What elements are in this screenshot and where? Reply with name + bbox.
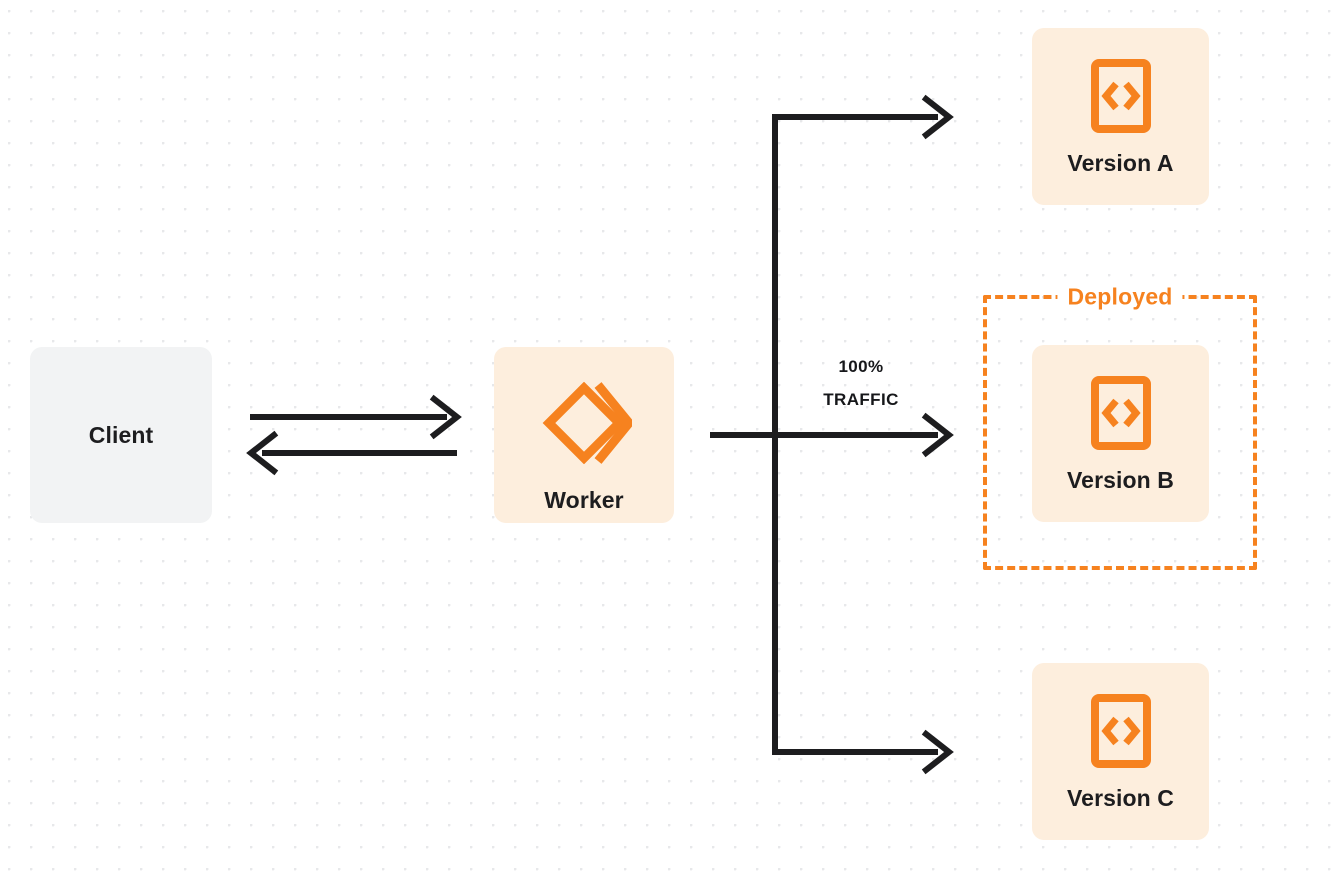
node-client[interactable]: Client	[30, 347, 212, 523]
node-worker-label: Worker	[544, 487, 624, 513]
node-version-c-label: Version C	[1067, 785, 1174, 811]
edge-worker-trunk	[710, 114, 778, 755]
edge-worker-to-version-b	[775, 412, 954, 458]
node-version-b[interactable]: Version B	[1032, 345, 1209, 522]
code-file-icon	[1090, 375, 1152, 451]
traffic-percent: 100%	[838, 357, 884, 376]
traffic-label: 100% TRAFFIC	[790, 350, 932, 416]
code-file-icon	[1090, 693, 1152, 769]
node-client-label: Client	[88, 421, 154, 448]
edge-client-to-worker	[250, 394, 462, 440]
node-version-b-label: Version B	[1067, 467, 1174, 493]
group-deployed-label: Deployed	[1057, 283, 1183, 311]
edge-worker-to-version-c	[772, 729, 954, 775]
edge-worker-to-client	[246, 430, 457, 476]
group-deployed: Deployed	[983, 283, 1257, 570]
node-version-a[interactable]: Version A	[1032, 28, 1209, 205]
node-version-a-label: Version A	[1067, 150, 1174, 176]
node-version-c[interactable]: Version C	[1032, 663, 1209, 840]
traffic-word: TRAFFIC	[823, 390, 899, 410]
edge-worker-to-version-a	[772, 94, 954, 140]
workers-logo-icon	[536, 377, 632, 469]
code-file-icon	[1090, 58, 1152, 134]
node-worker[interactable]: Worker	[494, 347, 674, 523]
